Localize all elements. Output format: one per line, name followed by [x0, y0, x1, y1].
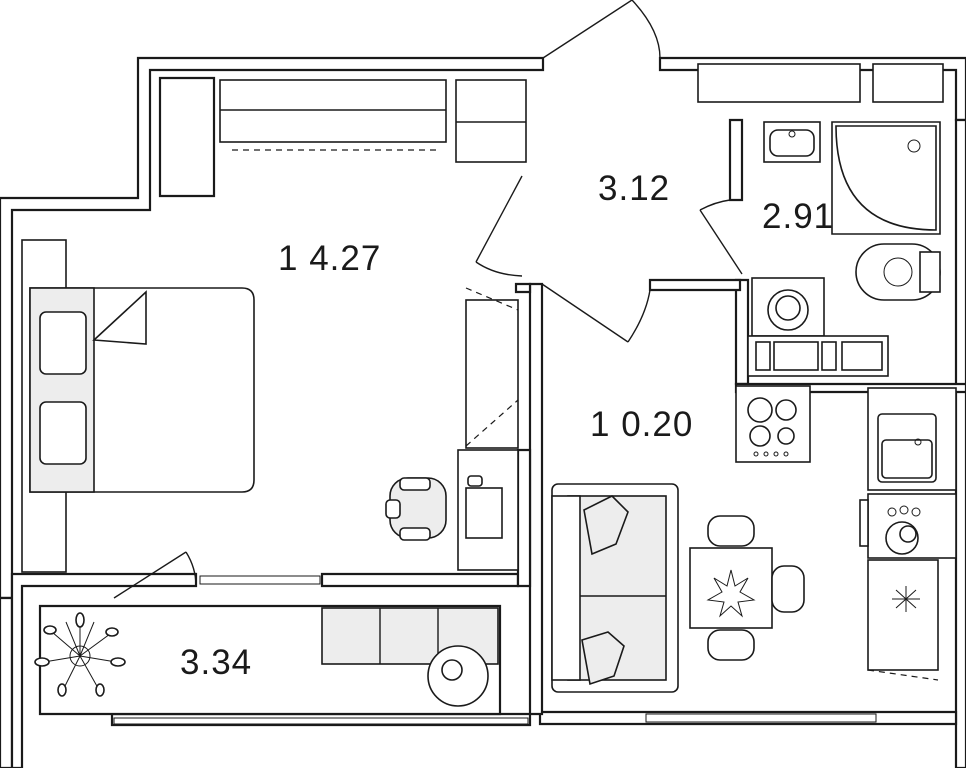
bedroom-area-label: 1 4.27 — [278, 239, 381, 278]
hall-area-label: 3.12 — [598, 169, 670, 208]
kitchen-living-area-label: 1 0.20 — [590, 405, 693, 444]
bedroom-cabinet — [465, 287, 519, 449]
window-bottom — [113, 575, 877, 725]
balcony-area-label: 3.34 — [180, 643, 252, 682]
dining-table — [689, 515, 805, 661]
plant-icon — [34, 612, 126, 697]
entrance-door — [475, 0, 743, 343]
window-top-right — [697, 63, 944, 103]
bathroom-fixtures — [747, 121, 941, 377]
desk — [385, 449, 519, 571]
balcony — [38, 551, 502, 716]
kitchen-fixtures — [735, 385, 957, 681]
sofa — [551, 483, 679, 693]
outer-walls — [0, 56, 966, 768]
area-labels: 1 4.27 3.12 2.91 1 0.20 3.34 — [180, 169, 834, 682]
bed — [21, 239, 255, 573]
bathroom-area-label: 2.91 — [762, 197, 834, 236]
wardrobe — [219, 79, 527, 163]
